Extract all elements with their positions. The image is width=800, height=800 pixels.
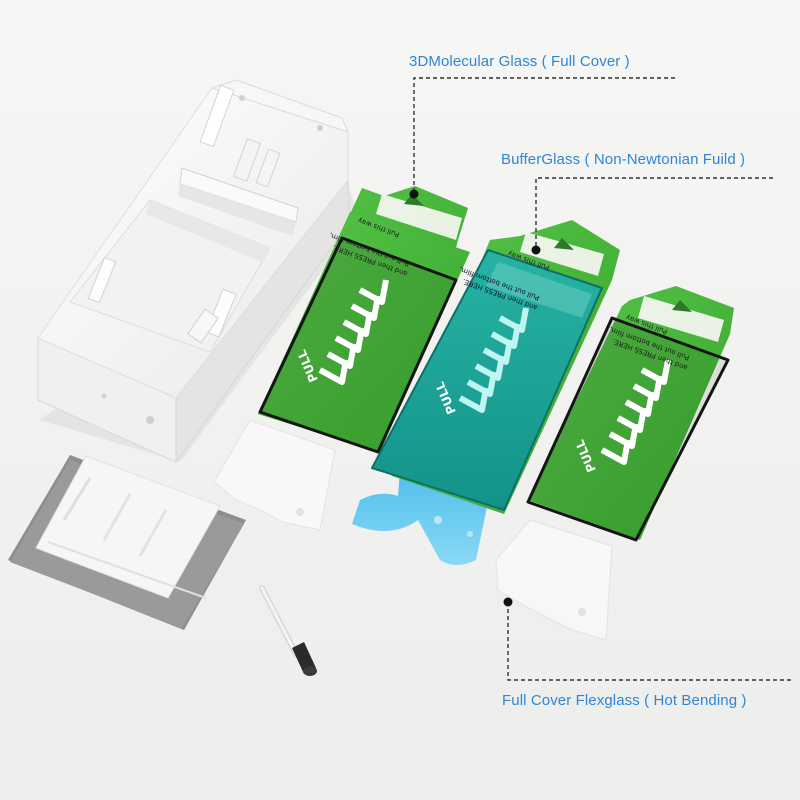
leader-buffer xyxy=(535,177,776,246)
callout-leader-lines xyxy=(413,77,792,681)
flexglass-applicator: Pull this way Pull out the bottom film, … xyxy=(495,286,734,641)
leader-molecular xyxy=(413,77,678,192)
molecular-glass-applicator: Pull this way Pull out the bottom film, … xyxy=(213,186,470,531)
cleaning-stick xyxy=(259,585,317,676)
leader-dot-buffer xyxy=(531,245,541,255)
leader-dot-molecular xyxy=(409,189,419,199)
leader-dot-flex xyxy=(503,597,513,607)
callout-buffer-glass: BufferGlass ( Non-Newtonian Fuild ) xyxy=(501,151,746,168)
leader-flex xyxy=(507,602,792,681)
installation-tray xyxy=(37,79,360,464)
buffer-glass-applicator: Pull this way Pull out the bottom film, … xyxy=(352,220,620,565)
callout-flexglass: Full Cover Flexglass ( Hot Bending ) xyxy=(502,692,747,709)
squeegee-card xyxy=(8,455,246,630)
callout-molecular-glass: 3DMolecular Glass ( Full Cover ) xyxy=(409,53,630,70)
